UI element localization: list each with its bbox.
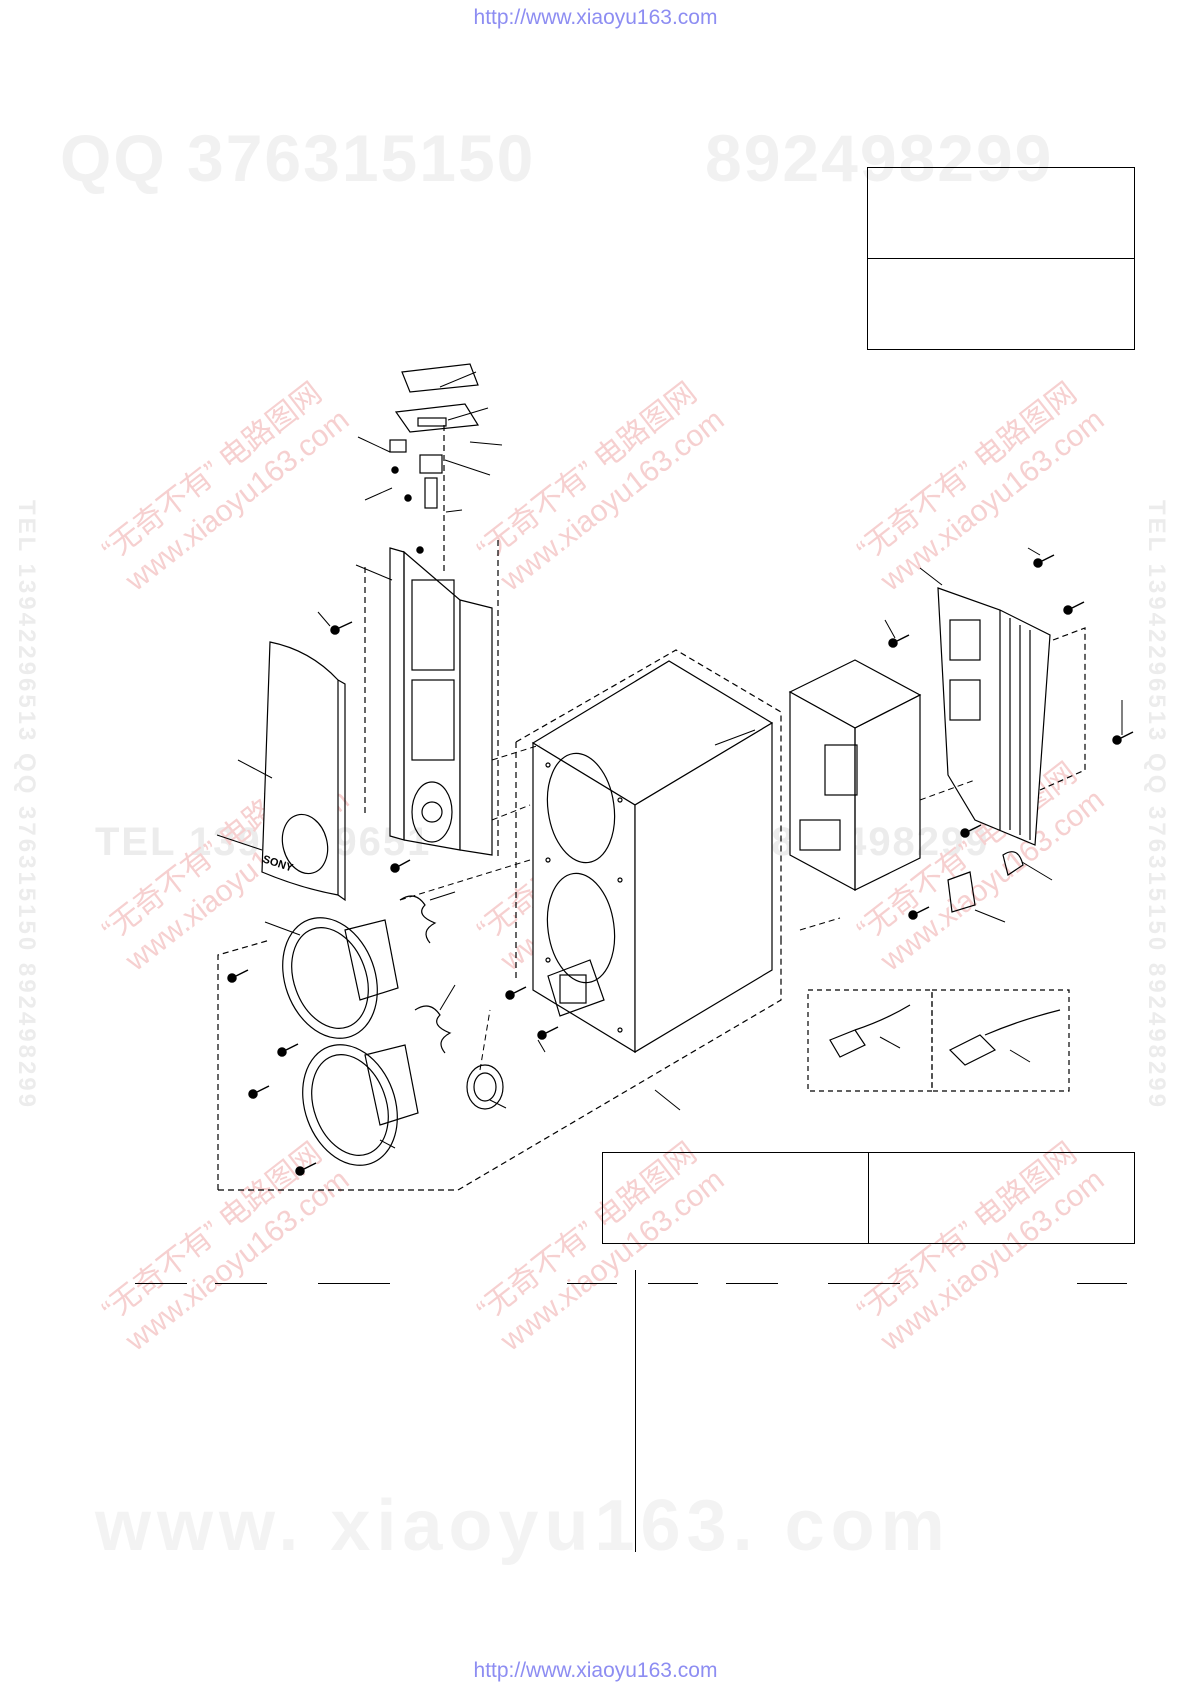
wire-harness-2 [414,1005,452,1054]
cord-grommet [1002,851,1024,876]
amplifier-chassis [788,659,922,892]
parts-header-rule [648,1283,698,1284]
parts-header-rule [318,1283,390,1284]
note-box-top [867,167,1135,350]
site-watermark: www. xiaoyu163. com [95,1486,951,1566]
woofer-1 [282,917,399,1039]
note-box-divider [868,1153,869,1243]
leader-lines [216,371,1123,1149]
wire-harness-1 [399,895,437,944]
plug-inset-eu [931,989,1070,1092]
qq-watermark-left: QQ 376315150 [60,121,536,195]
top-panel-parts [389,363,480,575]
bottom-url[interactable]: http://www.xiaoyu163.com [473,1659,718,1682]
front-grille [261,641,346,902]
parts-header-rule [726,1283,778,1284]
eu-plug [948,1009,1061,1066]
screws [227,466,1134,1176]
front-baffle [389,547,493,856]
parts-header-rule [828,1283,900,1284]
parts-header-rule [215,1283,267,1284]
parts-header-rule [1077,1283,1127,1284]
port-ring [466,1064,504,1110]
parts-header-rule [567,1283,617,1284]
woofer-2 [302,1044,419,1166]
note-box-divider [868,258,1134,259]
speaker-cabinet [531,660,774,1054]
plug-inset-us [807,989,933,1092]
parts-header-rule [135,1283,187,1284]
us-plug [829,1004,911,1058]
cord-bracket [947,871,976,913]
qq-watermark-right: 892498299 [705,121,1054,195]
heatsink-cover [937,587,1051,846]
top-url[interactable]: http://www.xiaoyu163.com [473,6,718,29]
parts-column-divider [635,1270,636,1552]
note-box-bottom [602,1152,1135,1244]
